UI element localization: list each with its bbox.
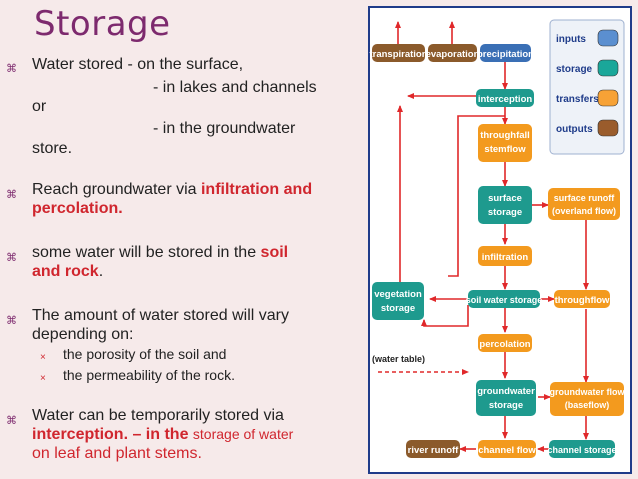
legend: inputs storage transfers outputs: [549, 19, 625, 155]
river-runoff-node: river runoff: [406, 440, 460, 458]
throughfall-node: throughfall stemflow: [478, 124, 532, 162]
precipitation-label: precipitation: [477, 49, 534, 60]
water-table-label: (water table): [372, 354, 425, 364]
interception-node: interception: [476, 89, 534, 107]
bullet-2-line-1: Reach groundwater via infiltration and: [32, 181, 312, 199]
bullet-3-end: .: [98, 263, 104, 280]
sub-bullet-1: the porosity of the soil and: [63, 346, 227, 362]
vegetation-storage-node: vegetation storage: [372, 282, 424, 320]
bullet-1-line-3: or: [32, 98, 47, 115]
legend-transfers-label: transfers: [556, 94, 599, 105]
surface-runoff-label: surface runoff: [554, 193, 616, 203]
legend-storage-swatch: [597, 59, 619, 77]
throughflow-label: throughflow: [555, 295, 610, 306]
infiltration-term: infiltration and: [200, 181, 313, 198]
bullet-3-line-2: and rock.: [32, 263, 103, 281]
percolation-label: percolation: [479, 339, 530, 350]
evaporation-label: evaporation: [426, 49, 480, 60]
diagram-svg: transpiration evaporation precipitation …: [368, 6, 632, 474]
channel-flow-node: channel flow: [478, 440, 536, 458]
groundwater-label: groundwater: [477, 386, 535, 397]
water-cycle-diagram: transpiration evaporation precipitation …: [368, 6, 632, 474]
bullet-1-line-4: - in the groundwater: [153, 120, 296, 137]
throughfall-label: throughfall: [480, 130, 530, 141]
legend-inputs-label: inputs: [556, 34, 586, 45]
bullet-3-line-1: some water will be stored in the soil: [32, 244, 288, 262]
surface-storage-label: storage: [488, 207, 522, 218]
storage-of-water-text: storage of water: [192, 426, 294, 442]
soil-water-label: soil water storage: [466, 295, 543, 305]
interception-label: interception: [478, 94, 533, 105]
sub-bullet-2: the permeability of the rock.: [63, 367, 235, 383]
percolation-term: percolation.: [32, 200, 123, 217]
flow-arrows: [395, 21, 589, 452]
arrow-interception-vegetation: [448, 115, 505, 277]
channel-flow-label: channel flow: [478, 445, 536, 456]
transpiration-label: transpiration: [369, 49, 427, 60]
bullet-5-line-3: on leaf and plant stems.: [32, 445, 202, 462]
sub-bullet-icon: ×: [40, 352, 46, 363]
bullet-4-line-2: depending on:: [32, 326, 134, 343]
sub-bullet-icon: ×: [40, 373, 46, 384]
bullet-list: ⌘ Water stored - on the surface, - in la…: [6, 56, 317, 462]
surface-label: surface: [488, 193, 522, 204]
bullet-icon: ⌘: [6, 189, 17, 201]
infiltration-node: infiltration: [478, 246, 532, 266]
surface-runoff-node: surface runoff (overland flow): [548, 188, 620, 220]
bullet-1-line-1: Water stored - on the surface,: [32, 56, 244, 73]
bullet-5-line-1: Water can be temporarily stored via: [32, 407, 284, 424]
soil-term: soil: [260, 244, 289, 261]
arrow-soil-vegetation-loop: [421, 305, 469, 327]
baseflow-label: (baseflow): [565, 400, 610, 410]
channel-storage-node: channel storage: [547, 440, 617, 458]
percolation-node: percolation: [478, 334, 532, 352]
slide-title: Storage: [34, 4, 171, 44]
interception-term: interception. – in the: [32, 426, 193, 443]
channel-storage-label: channel storage: [547, 445, 616, 455]
legend-transfers-swatch: [597, 89, 619, 107]
soil-water-storage-node: soil water storage: [466, 290, 543, 308]
bullet-5-line-2: interception. – in the storage of water: [32, 426, 293, 444]
bullet-2-text: Reach groundwater via: [32, 181, 201, 198]
legend-storage-label: storage: [556, 64, 593, 75]
surface-storage-node: surface storage: [478, 186, 532, 224]
rock-term: and rock: [32, 263, 99, 280]
bullet-icon: ⌘: [6, 252, 17, 264]
vegetation-label: vegetation: [374, 289, 422, 300]
transpiration-node: transpiration: [369, 44, 428, 62]
bullet-icon: ⌘: [6, 415, 17, 427]
evaporation-node: evaporation: [426, 44, 480, 62]
legend-outputs-swatch: [597, 119, 619, 137]
legend-outputs-label: outputs: [556, 124, 593, 135]
precipitation-node: precipitation: [477, 44, 534, 62]
groundwater-storage-node: groundwater storage: [476, 380, 536, 416]
bullet-1-line-5: store.: [32, 140, 73, 157]
bullet-icon: ⌘: [6, 63, 17, 75]
vegetation-storage-label: storage: [381, 303, 415, 314]
throughflow-node: throughflow: [554, 290, 610, 308]
groundwater-storage-label: storage: [489, 400, 523, 411]
overland-flow-label: (overland flow): [552, 206, 616, 216]
infiltration-label: infiltration: [482, 252, 529, 263]
bullet-icon: ⌘: [6, 315, 17, 327]
stemflow-label: stemflow: [484, 144, 526, 155]
groundwater-flow-label: groundwater flow: [550, 387, 626, 397]
bullet-4-line-1: The amount of water stored will vary: [32, 307, 289, 324]
legend-inputs-swatch: [597, 29, 619, 47]
groundwater-flow-node: groundwater flow (baseflow): [550, 382, 626, 416]
bullet-1-line-2: - in lakes and channels: [153, 79, 317, 96]
river-runoff-label: river runoff: [408, 445, 460, 456]
bullet-3-text: some water will be stored in the: [32, 244, 261, 261]
